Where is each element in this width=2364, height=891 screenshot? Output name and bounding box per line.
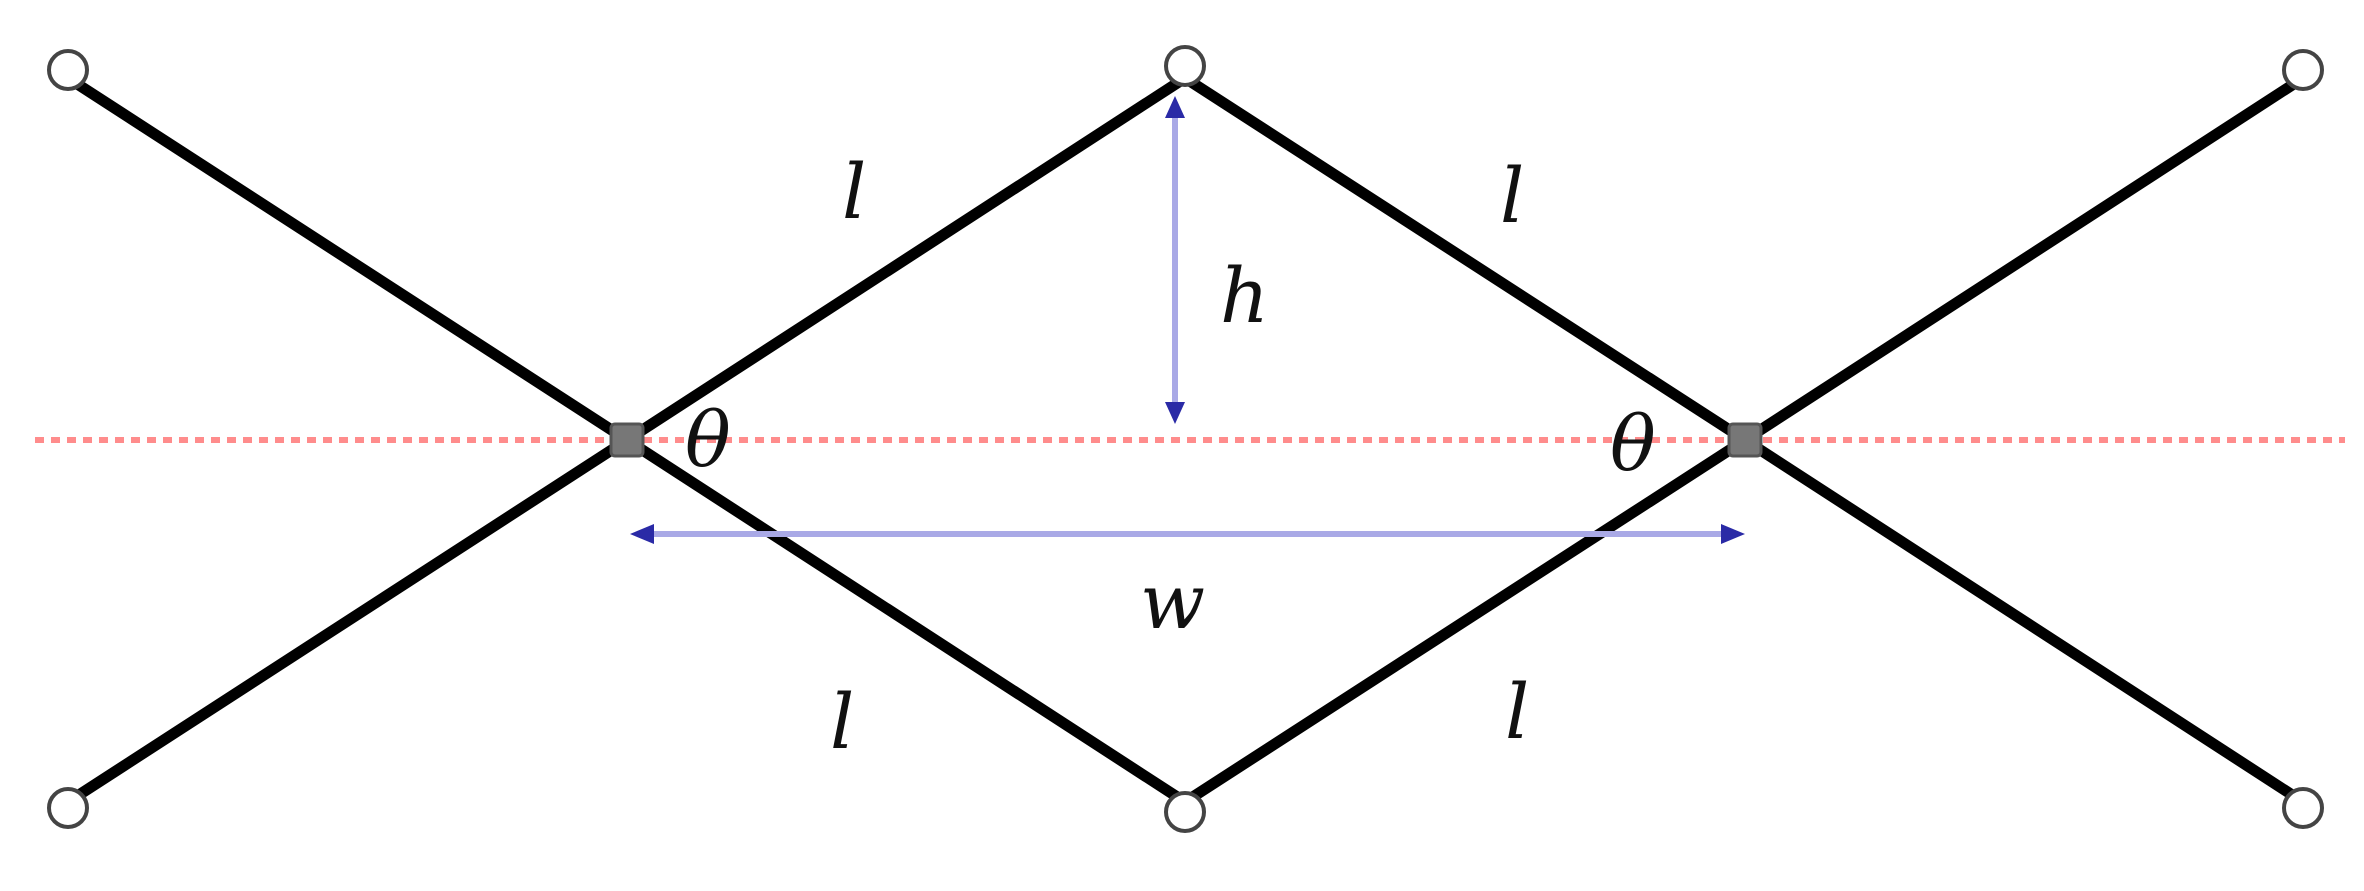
height-arrow-top-head <box>1165 96 1185 118</box>
joint-bottom-left <box>47 787 89 829</box>
bar-length-label-upper-left: l <box>842 147 866 236</box>
height-label: h <box>1220 251 1269 340</box>
left-bar-pivot-to-bottom-center <box>621 434 1191 808</box>
width-arrow-left-head <box>630 524 654 544</box>
left-bar-upper-to-pivot <box>62 72 633 446</box>
bar-length-label-lower-right: l <box>1505 667 1529 756</box>
joint-top-center <box>1164 45 1206 87</box>
right-bar-pivot-to-bottom-right <box>1739 434 2309 808</box>
joint-top-left <box>47 49 89 91</box>
right-bar-pivot-to-top-right <box>1739 72 2309 446</box>
joint-bottom-right <box>2282 787 2324 829</box>
left-bar-lower-to-pivot <box>62 434 633 808</box>
right-bar-top-center-to-pivot <box>1179 72 1751 446</box>
left-bar-pivot-to-top-center <box>621 72 1191 446</box>
height-arrow-bottom-head <box>1165 402 1185 424</box>
joint-bottom-center <box>1164 791 1206 833</box>
joint-top-right <box>2282 49 2324 91</box>
pivot-joint-left <box>609 422 645 458</box>
angle-label-right: θ <box>1610 399 1656 488</box>
pivot-joint-right <box>1727 422 1763 458</box>
right-bar-bottom-center-to-pivot <box>1179 434 1751 808</box>
bar-length-label-lower-left: l <box>830 677 854 766</box>
width-arrow-right-head <box>1721 524 1745 544</box>
width-label: w <box>1140 557 1205 646</box>
bar-length-label-upper-right: l <box>1500 151 1524 240</box>
angle-label-left: θ <box>685 395 731 484</box>
